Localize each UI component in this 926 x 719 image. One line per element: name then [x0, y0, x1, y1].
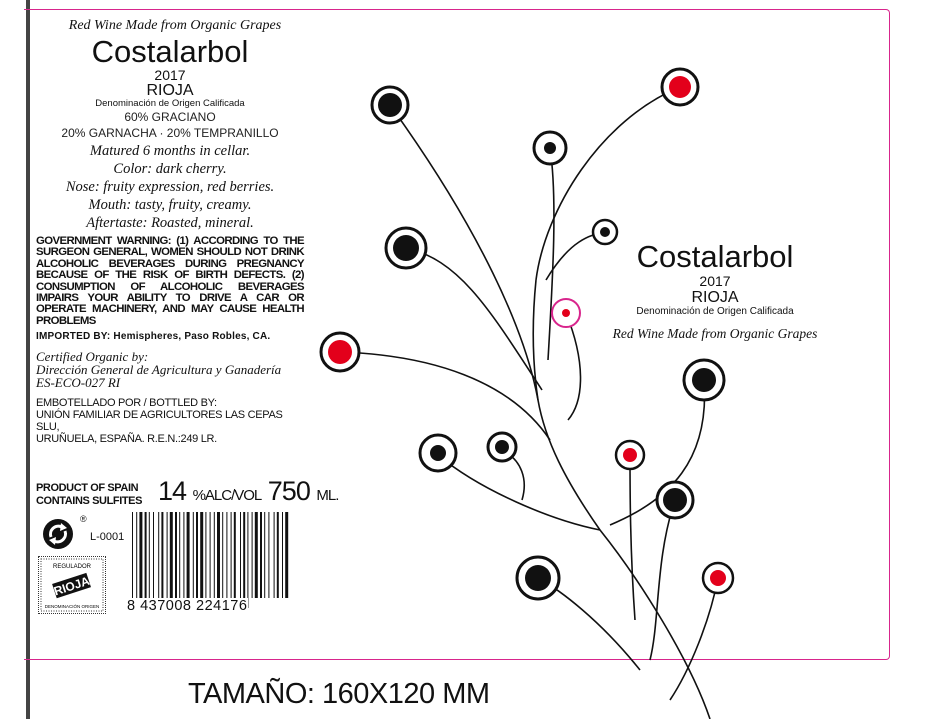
contains-sulfites: CONTAINS SULFITES [36, 495, 143, 507]
berry-red-medium [614, 439, 646, 471]
left-edge-bar [0, 0, 30, 719]
product-origin: PRODUCT OF SPAIN CONTAINS SULFITES [36, 482, 142, 508]
berry-red-small [551, 298, 581, 328]
grape-line-2: 20% GARNACHA · 20% TEMPRANILLO [61, 126, 279, 140]
tasting-line: Nose: fruity expression, red berries. [65, 179, 275, 195]
front-denomination: Denominación de Origen Calificada [636, 306, 794, 317]
berry-black-large [682, 358, 726, 402]
bottled-line: URUÑUELA, ESPAÑA. R.E.N.:249 LR. [36, 433, 217, 446]
tasting-line: Aftertaste: Roasted, mineral. [86, 215, 254, 231]
alcohol-volume: 14 %ALC/VOL 750 ML. [158, 476, 339, 511]
tasting-notes: Matured 6 months in cellar. Color: dark … [36, 142, 304, 232]
berry-black-large [515, 555, 561, 601]
lot-number: L-0001 [90, 531, 125, 543]
front-year: 2017 [699, 273, 731, 289]
certified-line: Certified Organic by: [36, 349, 149, 365]
product-of-spain: PRODUCT OF SPAIN [36, 482, 139, 494]
alc-unit: %ALC/VOL [192, 487, 263, 504]
bottled-by: EMBOTELLADO POR / BOTTLED BY: UNIÓN FAMI… [36, 397, 304, 445]
berry-red-large [319, 331, 361, 373]
berry-red-medium [701, 561, 735, 595]
label-frame [24, 9, 890, 660]
berry-black-small [591, 218, 619, 246]
certified-organic: Certified Organic by: Dirección General … [36, 350, 304, 389]
back-year: 2017 [154, 67, 186, 83]
tree-illustration [319, 67, 735, 719]
back-denomination: Denominación de Origen Calificada [95, 98, 245, 109]
berry-group [319, 67, 735, 601]
size-note: TAMAÑO: 160X120 MM [188, 678, 490, 710]
bottled-line: UNIÓN FAMILIAR DE AGRICULTORES LAS CEPAS… [36, 409, 283, 434]
barcode-digits: 8 437008 224176 [126, 598, 249, 614]
back-subtitle: Red Wine Made from Organic Grapes [68, 18, 282, 33]
volume-value: 750 [267, 476, 311, 506]
grape-line-1: 60% GRACIANO [124, 110, 216, 124]
recycle-icon [43, 519, 73, 549]
tasting-line: Matured 6 months in cellar. [89, 143, 251, 159]
seal-mid-text: RIOJA [52, 574, 92, 599]
front-label: Costalarbol 2017 RIOJA Denominación de O… [610, 240, 820, 342]
front-brand: Costalarbol [636, 239, 794, 274]
imported-by: IMPORTED BY: Hemispheres, Paso Robles, C… [36, 331, 304, 342]
imported-label: IMPORTED BY: [36, 331, 111, 343]
back-label: Red Wine Made from Organic Grapes Costal… [36, 18, 305, 445]
berry-black-large [370, 85, 410, 125]
back-region: RIOJA [146, 82, 194, 99]
berry-black-large [655, 480, 695, 520]
seal-bottom-text: DENOMINACIÓN ORIGEN [45, 603, 100, 609]
government-warning: GOVERNMENT WARNING: (1) ACCORDING TO THE… [36, 235, 305, 327]
tasting-line: Mouth: tasty, fruity, creamy. [88, 197, 252, 213]
berry-black-small [486, 431, 518, 463]
front-region: RIOJA [691, 289, 739, 306]
berry-black-large [384, 226, 428, 270]
registered-mark: ® [80, 514, 87, 524]
alc-value: 14 [158, 476, 187, 506]
seal-top-text: REGULADOR [53, 564, 92, 570]
certified-line: ES-ECO-027 RI [36, 375, 121, 391]
barcode [132, 512, 289, 608]
bottled-line: EMBOTELLADO POR / BOTTLED BY: [36, 397, 217, 410]
tasting-line: Color: dark cherry. [113, 161, 227, 177]
back-brand: Costalarbol [91, 34, 249, 69]
imported-value: Hemispheres, Paso Robles, CA. [113, 331, 271, 343]
berry-black-medium [418, 433, 458, 473]
volume-unit: ML. [316, 487, 339, 504]
berry-red-large [660, 67, 700, 107]
certified-line: Dirección General de Agricultura y Ganad… [36, 362, 282, 378]
rioja-seal-icon: REGULADOR RIOJA DENOMINACIÓN ORIGEN [40, 558, 104, 612]
front-subtitle: Red Wine Made from Organic Grapes [612, 326, 818, 341]
berry-black-small [532, 130, 568, 166]
rioja-seal-logo: REGULADOR RIOJA DENOMINACIÓN ORIGEN [38, 556, 106, 614]
